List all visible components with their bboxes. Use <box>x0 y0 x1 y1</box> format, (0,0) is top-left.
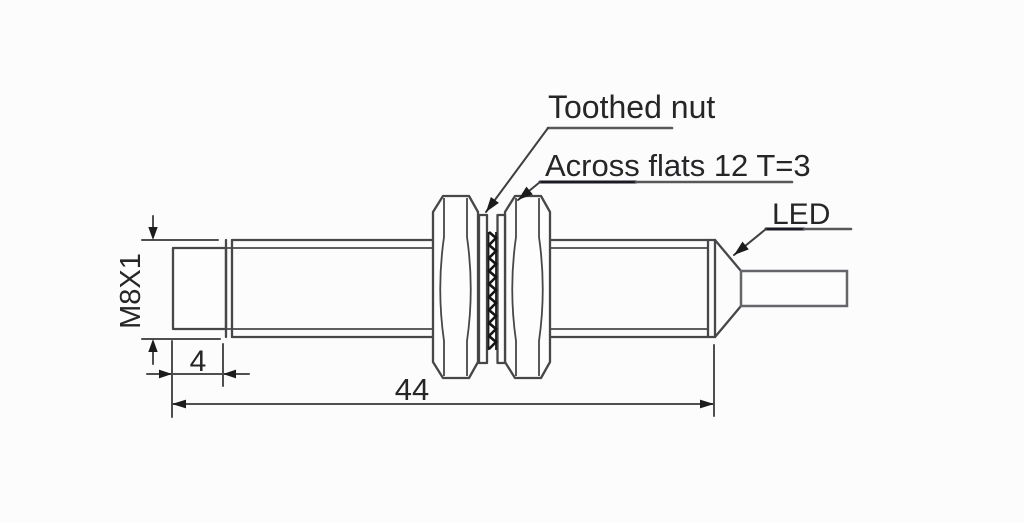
threaded-body <box>226 238 717 339</box>
across-flats-callout: Across flats 12 T=3 <box>517 148 811 201</box>
thread-diameter-dimension: M8X1 <box>115 215 221 365</box>
across-flats-label: Across flats 12 T=3 <box>545 148 811 183</box>
toothed-nut-label: Toothed nut <box>548 89 715 125</box>
led-callout: LED <box>733 198 853 256</box>
toothed-washer <box>477 213 507 365</box>
overall-length-dimension: 44 <box>171 344 715 417</box>
hex-nut-left <box>431 194 480 380</box>
cable <box>739 269 849 308</box>
front-length-value: 4 <box>190 345 207 378</box>
rear-cone <box>713 238 743 339</box>
front-length-dimension: 4 <box>146 340 250 418</box>
led-label: LED <box>772 198 830 231</box>
toothed-nut-callout: Toothed nut <box>485 89 715 213</box>
hex-nut-right <box>503 194 552 380</box>
sensor-front-cap <box>171 246 228 331</box>
thread-size-label: M8X1 <box>115 253 147 329</box>
overall-length-value: 44 <box>395 372 429 407</box>
